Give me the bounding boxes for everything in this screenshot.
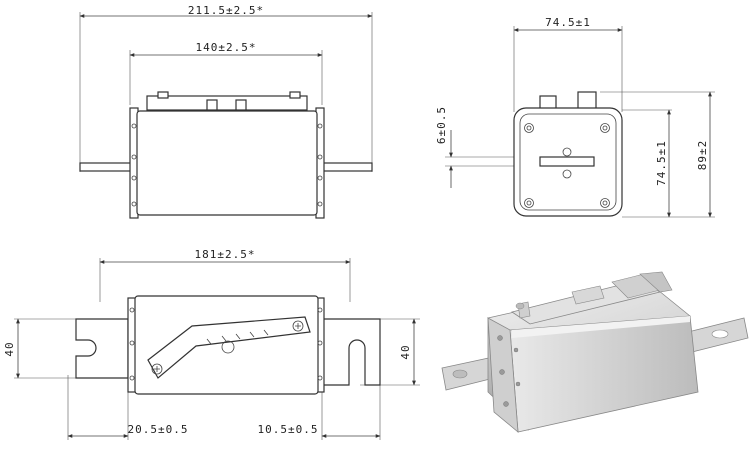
indicator-strip bbox=[147, 316, 311, 379]
body-height-label: 74.5±1 bbox=[655, 140, 668, 186]
contact-spacing-label: 140±2.5* bbox=[196, 41, 257, 54]
end-width-label: 74.5±1 bbox=[545, 16, 591, 29]
left-blade bbox=[79, 162, 137, 172]
left-blade-width-label: 40 bbox=[3, 341, 16, 356]
right-blade-length-label: 10.5±0.5 bbox=[258, 423, 319, 436]
side-length-label: 181±2.5* bbox=[195, 248, 256, 261]
right-side-blade bbox=[321, 318, 381, 386]
right-blade bbox=[317, 162, 373, 172]
blade-section bbox=[539, 156, 595, 167]
right-blade-width-label: 40 bbox=[399, 344, 412, 359]
overall-height-label: 89±2 bbox=[696, 140, 709, 171]
side-view: 181±2.5* 20.5±0.5 10.5±0.5 40 40 bbox=[3, 248, 420, 440]
isometric-render bbox=[441, 271, 749, 433]
top-view: 211.5±2.5* 140±2.5* bbox=[79, 4, 373, 219]
end-view: 74.5±1 6±0.5 74.5±1 89±2 bbox=[435, 16, 715, 218]
left-side-blade bbox=[75, 318, 129, 379]
overall-length-label: 211.5±2.5* bbox=[188, 4, 264, 17]
left-blade-length-label: 20.5±0.5 bbox=[128, 423, 189, 436]
top-contact-bar bbox=[146, 95, 308, 111]
side-fuse-body bbox=[134, 295, 319, 395]
blade-thickness-label: 6±0.5 bbox=[435, 106, 448, 144]
fuse-body bbox=[136, 110, 318, 216]
